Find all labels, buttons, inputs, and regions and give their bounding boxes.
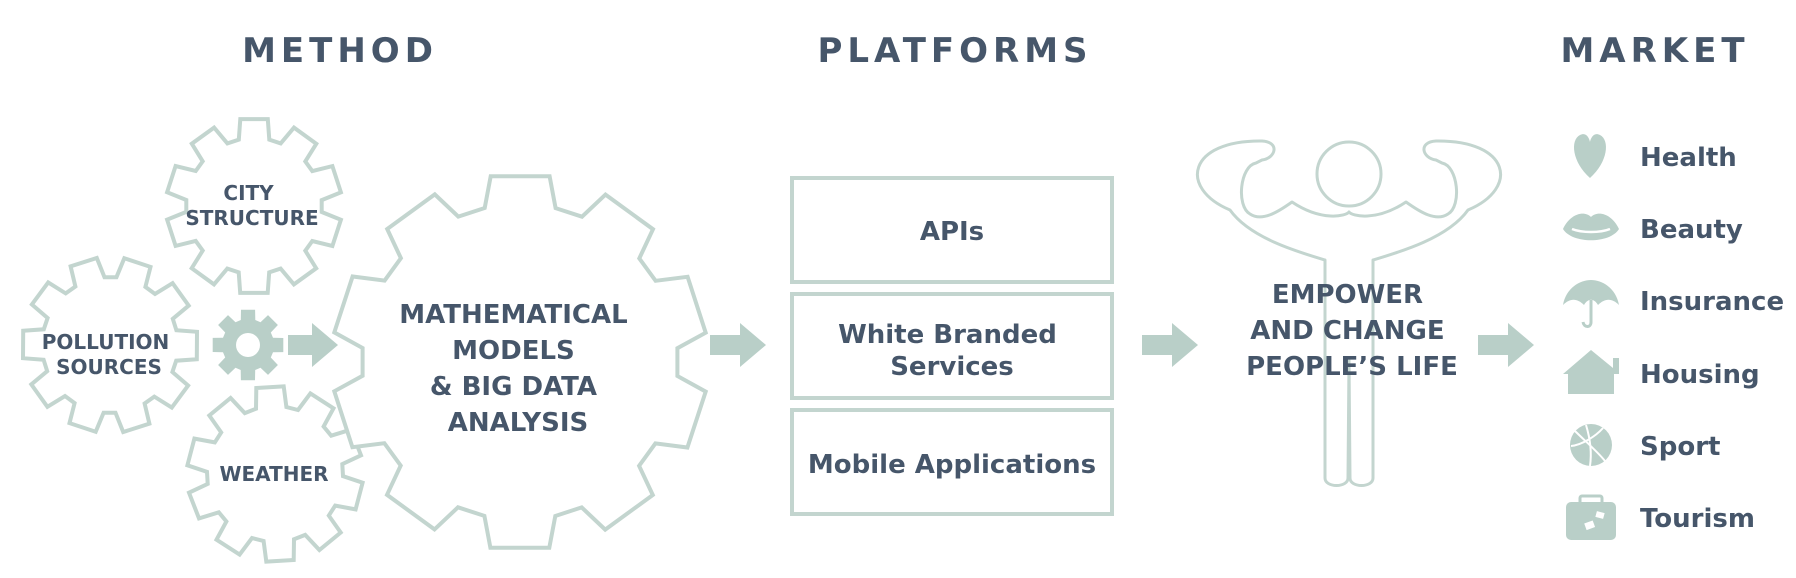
platform-apis-box — [790, 176, 1114, 284]
heart-icon — [1574, 134, 1606, 178]
market-item-beauty: Beauty — [1640, 215, 1743, 245]
core-line-1: MATHEMATICAL — [399, 300, 627, 330]
core-line-4: ANALYSIS — [448, 408, 588, 438]
pollution-sources-line-1: POLLUTION — [42, 330, 170, 354]
platform-white-branded-label: White Branded Services — [838, 320, 1066, 382]
platform-white-branded-line-1: White Branded — [838, 320, 1057, 350]
header-platforms: PLATFORMS — [817, 31, 1092, 71]
platform-mobile-line-1: Mobile Applications — [808, 450, 1096, 480]
empower-line-3: PEOPLE’S LIFE — [1246, 352, 1458, 382]
core-line-3: & BIG DATA — [430, 372, 597, 402]
platform-white-branded-box — [790, 292, 1114, 400]
market-item-insurance: Insurance — [1640, 287, 1784, 317]
city-structure-line-1: CITY — [223, 181, 274, 205]
weather-label: WEATHER — [219, 462, 328, 486]
pollution-sources-line-2: SOURCES — [56, 355, 162, 379]
pollution-sources-label: POLLUTION SOURCES — [42, 330, 176, 379]
header-market: MARKET — [1560, 31, 1749, 71]
strong-person-icon — [1195, 139, 1503, 487]
platform-white-branded-line-2: Services — [890, 352, 1014, 382]
ball-icon — [1570, 424, 1612, 467]
umbrella-icon — [1563, 280, 1619, 328]
city-structure-gear — [164, 117, 344, 295]
market-item-tourism: Tourism — [1640, 504, 1755, 534]
core-line-2: MODELS — [452, 336, 575, 366]
lips-line — [1571, 227, 1611, 234]
arrow-to-market — [1478, 323, 1534, 367]
market-item-sport: Sport — [1640, 432, 1720, 462]
arrow-to-platforms — [710, 323, 766, 367]
house-icon — [1563, 350, 1619, 394]
arrow-to-empower — [1142, 323, 1198, 367]
suitcase-icon — [1566, 494, 1616, 540]
platform-mobile-box — [790, 408, 1114, 516]
pollution-sources-gear — [20, 255, 200, 435]
arrow-into-models — [288, 323, 338, 367]
lips-icon — [1563, 213, 1619, 241]
city-structure-line-2: STRUCTURE — [185, 206, 318, 230]
platform-mobile-label: Mobile Applications — [808, 450, 1096, 480]
core-method-label: MATHEMATICAL MODELS & BIG DATA ANALYSIS — [399, 300, 636, 438]
city-structure-label: CITY STRUCTURE — [185, 181, 318, 230]
weather-gear — [184, 384, 366, 564]
market-item-housing: Housing — [1640, 360, 1760, 390]
empower-line-1: EMPOWER — [1272, 280, 1423, 310]
platform-apis-line-1: APIs — [920, 217, 984, 247]
empower-line-2: AND CHANGE — [1250, 316, 1444, 346]
market-item-health: Health — [1640, 143, 1737, 173]
small-cog-hole — [236, 333, 260, 357]
platform-apis-label: APIs — [920, 217, 984, 247]
weather-line-1: WEATHER — [219, 462, 328, 486]
empower-label: EMPOWER AND CHANGE PEOPLE’S LIFE — [1246, 280, 1458, 382]
small-cog-icon — [212, 309, 284, 381]
gears-group — [20, 117, 709, 564]
header-method: METHOD — [242, 31, 438, 71]
models-gear — [331, 174, 709, 550]
